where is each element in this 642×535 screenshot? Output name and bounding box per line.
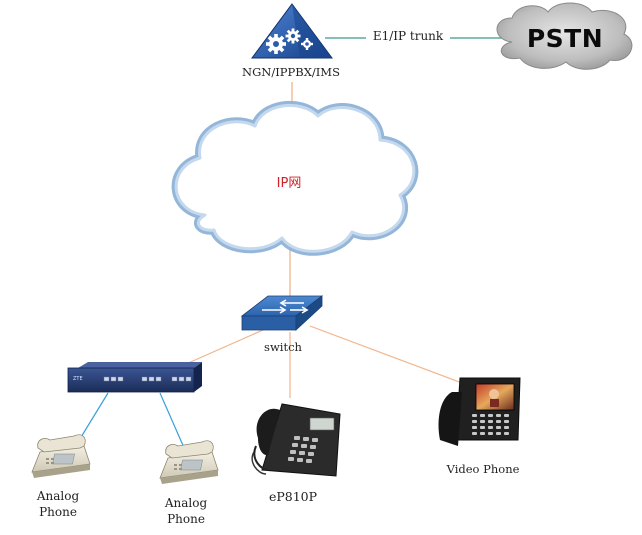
switch-label: switch xyxy=(264,340,302,354)
gateway-analog2-connection-line xyxy=(159,392,186,451)
analog-phone-icon xyxy=(159,440,219,484)
ip-network-cloud-icon xyxy=(171,100,419,256)
ip-network-label: IP网 xyxy=(276,176,302,191)
analog-phone-icon xyxy=(31,434,91,478)
voip-gateway-icon: ZTE xyxy=(67,362,202,393)
pstn-label: PSTN xyxy=(526,24,604,53)
switch-videophone-connection-line xyxy=(309,325,463,384)
svg-text:ZTE: ZTE xyxy=(73,376,83,382)
analog-phone-1-label: Analog Phone xyxy=(37,488,79,520)
analog-phone-2-label-line2: Phone xyxy=(167,512,205,526)
ngn-label: NGN/IPPBX/IMS xyxy=(242,65,340,79)
analog-phone-1-label-line1: Analog xyxy=(36,489,80,503)
network-switch-icon xyxy=(240,295,324,331)
ngn-server-gears-icon xyxy=(251,3,333,59)
analog-phone-1-label-line2: Phone xyxy=(39,505,77,519)
analog-phone-2-label: Analog Phone xyxy=(165,495,207,527)
trunk-label: E1/IP trunk xyxy=(372,29,444,43)
ep810p-label: eP810P xyxy=(268,489,318,504)
ip-phone-icon xyxy=(251,403,341,477)
video-phone-label: Video Phone xyxy=(446,462,520,476)
trunk-label-background xyxy=(366,30,450,45)
pstn-cloud-icon xyxy=(496,2,633,70)
analog-phone-2-label-line1: Analog xyxy=(164,496,208,510)
video-phone-icon xyxy=(438,377,521,446)
